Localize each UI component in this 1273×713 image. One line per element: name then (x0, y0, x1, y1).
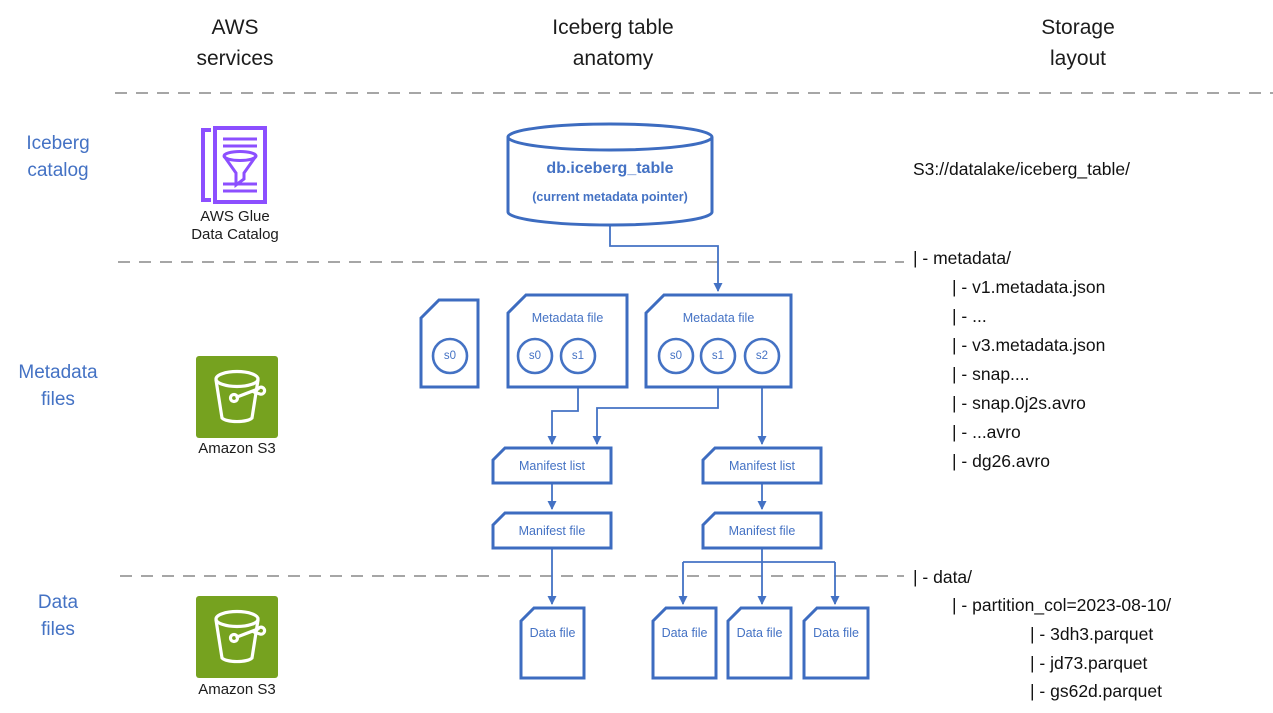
data-file-3-label: Data file (736, 626, 783, 640)
data-file-2-shape (651, 606, 718, 680)
row-divider-data (120, 575, 904, 577)
data-file-1-shape (519, 606, 586, 680)
storage-data-dir: | - data/ (913, 567, 973, 587)
storage-data-file: | - gs62d.parquet (1030, 681, 1162, 701)
data-file-3-shape (726, 606, 793, 680)
glue-data-catalog-icon (198, 126, 268, 204)
row-label-line: files (41, 389, 75, 410)
catalog-db-cylinder (506, 122, 714, 227)
storage-data-file: | - jd73.parquet (1030, 653, 1148, 673)
icon-label-line: Amazon S3 (198, 681, 276, 698)
s3-bucket-icon (196, 596, 278, 678)
metadata-file-3-label: Metadata file (682, 311, 755, 325)
manifest-file-2-shape (701, 511, 823, 550)
header-line: services (196, 47, 274, 70)
snapshot-circle-f2-s0 (516, 337, 554, 375)
storage-metadata-file: | - v3.metadata.json (952, 335, 1106, 355)
snapshot-label-s0: s0 (443, 350, 457, 362)
row-label-line: catalog (27, 160, 89, 181)
header-line: layout (1049, 47, 1107, 70)
icon-label-line: Amazon S3 (198, 440, 276, 457)
snapshot-label-s0: s0 (528, 350, 542, 362)
storage-metadata-file: | - snap.... (952, 364, 1030, 384)
row-label-data-files: Data files (8, 589, 108, 643)
storage-metadata-file: | - snap.0j2s.avro (952, 393, 1086, 413)
storage-metadata-file: | - dg26.avro (952, 451, 1050, 471)
storage-data-file: | - 3dh3.parquet (1030, 624, 1154, 644)
snapshot-circle-f3-s1 (699, 337, 737, 375)
metadata-file-2-label: Metadata file (531, 311, 604, 325)
manifest-list-2-shape (701, 446, 823, 485)
connector-s1v2-to-manifestlist1 (547, 372, 579, 445)
icon-label-line: Data Catalog (191, 226, 279, 243)
s3-data-label: Amazon S3 (172, 681, 302, 699)
storage-data-partition: | - partition_col=2023-08-10/ (952, 595, 1172, 615)
row-label-iceberg-catalog: Iceberg catalog (8, 130, 108, 184)
snapshot-label-s1: s1 (711, 350, 725, 362)
row-label-line: Metadata (18, 362, 98, 383)
glue-data-catalog-label: AWS Glue Data Catalog (170, 208, 300, 244)
data-file-1-label: Data file (529, 626, 576, 640)
snapshot-circle-f1-s0 (431, 337, 469, 375)
data-file-2-label: Data file (661, 626, 708, 640)
row-divider-top (115, 92, 1273, 94)
manifest-file-1-shape (491, 511, 613, 550)
row-label-line: Data (37, 592, 79, 613)
manifest-file-1-label: Manifest file (518, 524, 586, 538)
snapshot-label-s0: s0 (669, 350, 683, 362)
connector-s1v3-to-manifestlist1 (592, 372, 719, 445)
data-file-4-shape (802, 606, 870, 680)
header-line: anatomy (572, 47, 654, 70)
storage-metadata-file: | - ...avro (952, 422, 1021, 442)
header-line: Iceberg table (552, 16, 674, 39)
catalog-db-subtitle: (current metadata pointer) (532, 190, 688, 204)
catalog-db-title: db.iceberg_table (546, 160, 674, 177)
manifest-list-2-label: Manifest list (729, 459, 795, 473)
snapshot-circle-f2-s1 (559, 337, 597, 375)
snapshot-label-s1: s1 (571, 350, 585, 362)
row-label-metadata-files: Metadata files (8, 359, 108, 413)
storage-metadata-file: | - ... (952, 306, 987, 326)
column-header-iceberg-anatomy: Iceberg table anatomy (513, 12, 713, 74)
manifest-list-1-shape (491, 446, 613, 485)
storage-metadata-dir: | - metadata/ (913, 248, 1011, 268)
manifest-list-1-label: Manifest list (519, 459, 585, 473)
snapshot-circle-f3-s0 (657, 337, 695, 375)
column-header-storage-layout: Storage layout (978, 12, 1178, 74)
snapshot-label-s2: s2 (755, 350, 769, 362)
header-line: AWS (211, 16, 259, 39)
row-label-line: Iceberg (26, 133, 90, 154)
row-divider-metadata (118, 261, 904, 263)
s3-metadata-label: Amazon S3 (172, 440, 302, 458)
storage-root-path: S3://datalake/iceberg_table/ (913, 159, 1130, 179)
icon-label-line: AWS Glue (200, 208, 270, 225)
row-label-line: files (41, 619, 75, 640)
snapshot-circle-f3-s2 (743, 337, 781, 375)
manifest-file-2-label: Manifest file (728, 524, 796, 538)
s3-bucket-icon (196, 356, 278, 438)
data-file-4-label: Data file (813, 626, 859, 640)
storage-metadata-file: | - v1.metadata.json (952, 277, 1106, 297)
column-header-aws-services: AWS services (135, 12, 335, 74)
connector-catalog-to-metadata3 (609, 225, 723, 292)
header-line: Storage (1041, 16, 1115, 39)
